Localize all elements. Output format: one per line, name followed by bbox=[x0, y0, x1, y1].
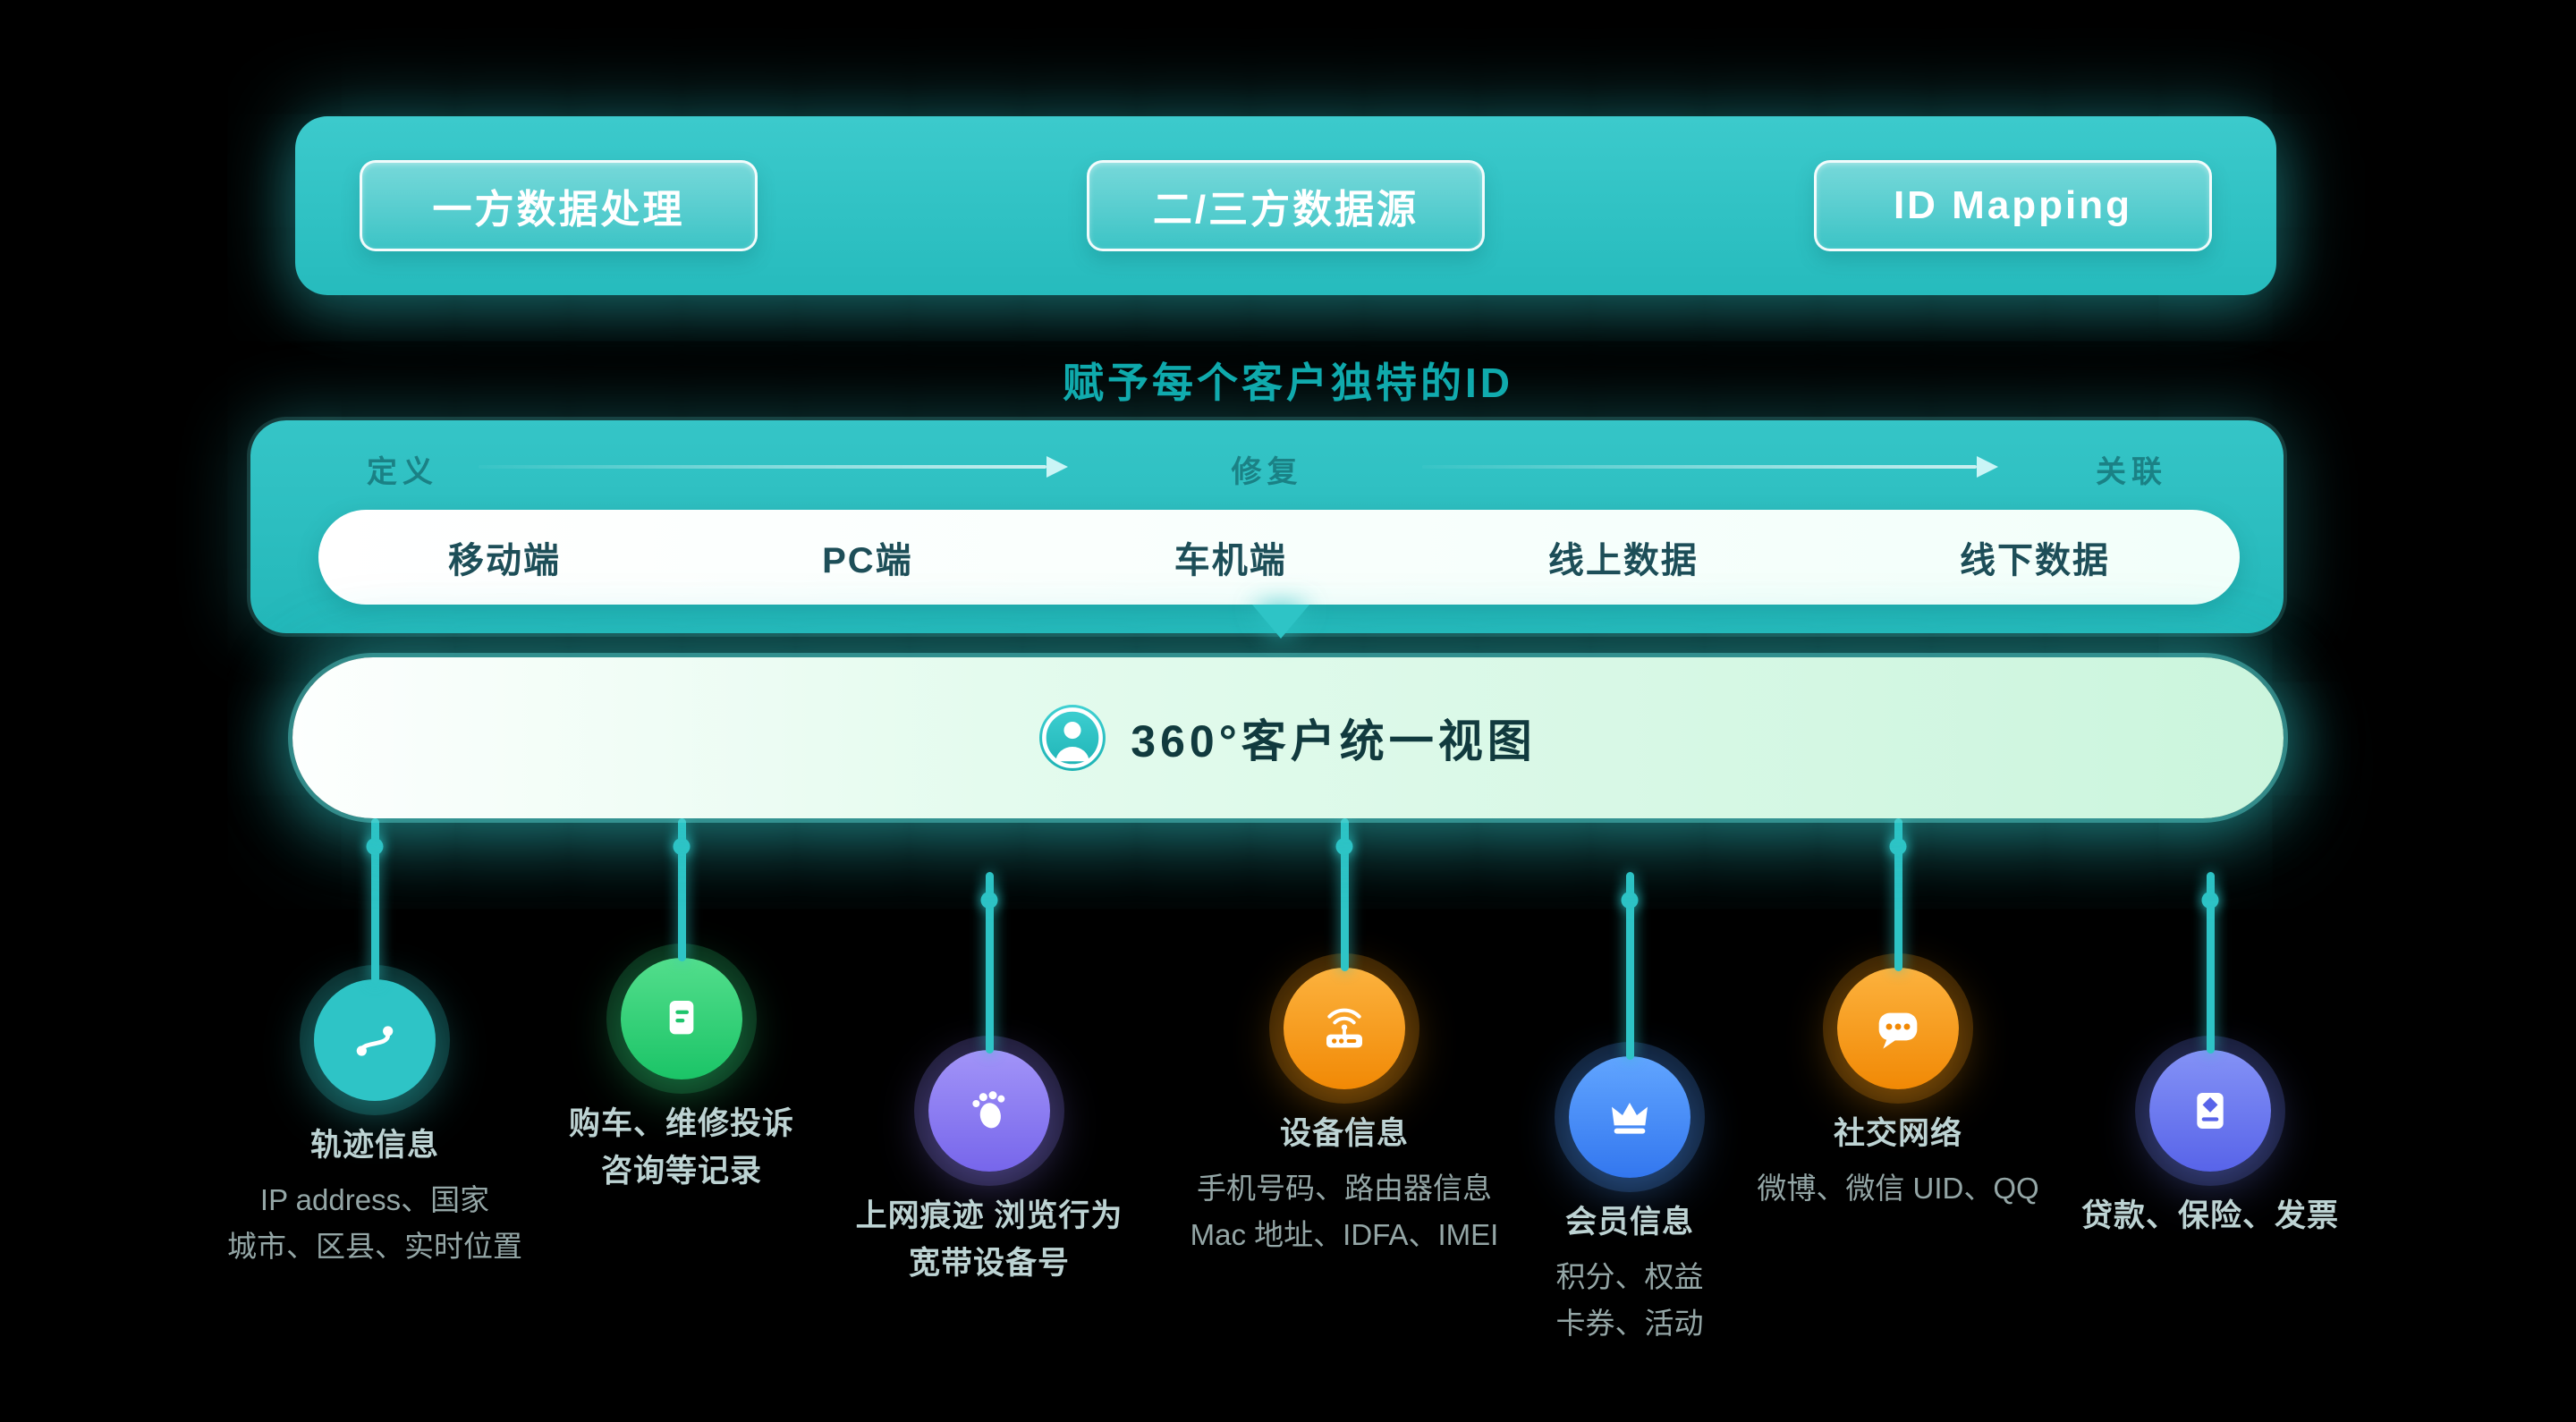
first-party-data-button[interactable]: 一方数据处理 bbox=[360, 160, 758, 251]
source-card-purchase-records: 购车、维修投诉咨询等记录 bbox=[503, 818, 860, 1202]
source-card-web-traces: 上网痕迹 浏览行为宽带设备号 bbox=[810, 818, 1168, 1294]
source-card-trajectory: 轨迹信息 IP address、国家城市、区县、实时位置 bbox=[196, 818, 554, 1271]
connector-line bbox=[2206, 872, 2215, 1054]
connector-line bbox=[1340, 818, 1349, 971]
flow-arrow-icon bbox=[1422, 456, 1998, 478]
channel-online-data: 线上数据 bbox=[1547, 541, 1699, 580]
invoice-icon bbox=[2149, 1050, 2271, 1172]
chat-icon bbox=[1837, 968, 1959, 1089]
data-sources-bar: 一方数据处理 二/三方数据源 ID Mapping bbox=[295, 116, 2276, 295]
channel-mobile: 移动端 bbox=[448, 541, 561, 580]
router-icon bbox=[1284, 968, 1405, 1089]
stage-label-repair: 修复 bbox=[1231, 455, 1303, 489]
source-card-finance: 贷款、保险、发票 bbox=[2031, 818, 2389, 1248]
headline: 赋予每个客户独特的ID bbox=[1063, 360, 1513, 406]
connector-line bbox=[370, 818, 379, 983]
source-description: IP address、国家城市、区县、实时位置 bbox=[227, 1182, 522, 1264]
route-icon bbox=[314, 979, 436, 1101]
source-title: 购车、维修投诉咨询等记录 bbox=[568, 1106, 794, 1189]
connector-line bbox=[677, 818, 686, 961]
connector-line bbox=[1625, 872, 1634, 1060]
channel-car: 车机端 bbox=[1174, 541, 1287, 580]
unified-view-bar: 360°客户统一视图 bbox=[292, 657, 2284, 818]
crown-icon bbox=[1569, 1056, 1690, 1178]
unified-view-label: 360°客户统一视图 bbox=[1131, 716, 1537, 766]
source-title: 上网痕迹 浏览行为宽带设备号 bbox=[855, 1198, 1123, 1281]
connector-line bbox=[985, 872, 994, 1054]
source-description: 积分、权益卡券、活动 bbox=[1555, 1259, 1704, 1341]
source-title: 贷款、保险、发票 bbox=[2080, 1198, 2339, 1233]
down-arrow-icon bbox=[1252, 605, 1309, 639]
document-icon bbox=[621, 958, 742, 1079]
second-third-party-data-button[interactable]: 二/三方数据源 bbox=[1087, 160, 1485, 251]
source-card-social-network: 社交网络 微博、微信 UID、QQ bbox=[1719, 818, 2077, 1212]
footprint-icon bbox=[928, 1050, 1050, 1172]
source-title: 轨迹信息 bbox=[309, 1128, 439, 1163]
stage-label-define: 定义 bbox=[367, 455, 438, 489]
channels-bar: 移动端 PC端 车机端 线上数据 线下数据 bbox=[318, 510, 2240, 605]
source-title: 社交网络 bbox=[1833, 1116, 1962, 1151]
person-icon bbox=[1039, 705, 1106, 771]
source-description: 微博、微信 UID、QQ bbox=[1757, 1171, 2039, 1205]
source-title: 会员信息 bbox=[1564, 1205, 1694, 1240]
id-mapping-button[interactable]: ID Mapping bbox=[1814, 160, 2212, 251]
source-card-membership: 会员信息 积分、权益卡券、活动 bbox=[1451, 818, 1809, 1348]
connector-line bbox=[1894, 818, 1902, 971]
channel-pc: PC端 bbox=[822, 541, 913, 580]
stage-label-associate: 关联 bbox=[2096, 455, 2167, 489]
source-title: 设备信息 bbox=[1279, 1116, 1409, 1151]
channel-offline-data: 线下数据 bbox=[1959, 541, 2110, 580]
id-pipeline: 定义 修复 关联 移动端 PC端 车机端 线上数据 线下数据 bbox=[250, 420, 2284, 633]
flow-arrow-icon bbox=[479, 456, 1068, 478]
